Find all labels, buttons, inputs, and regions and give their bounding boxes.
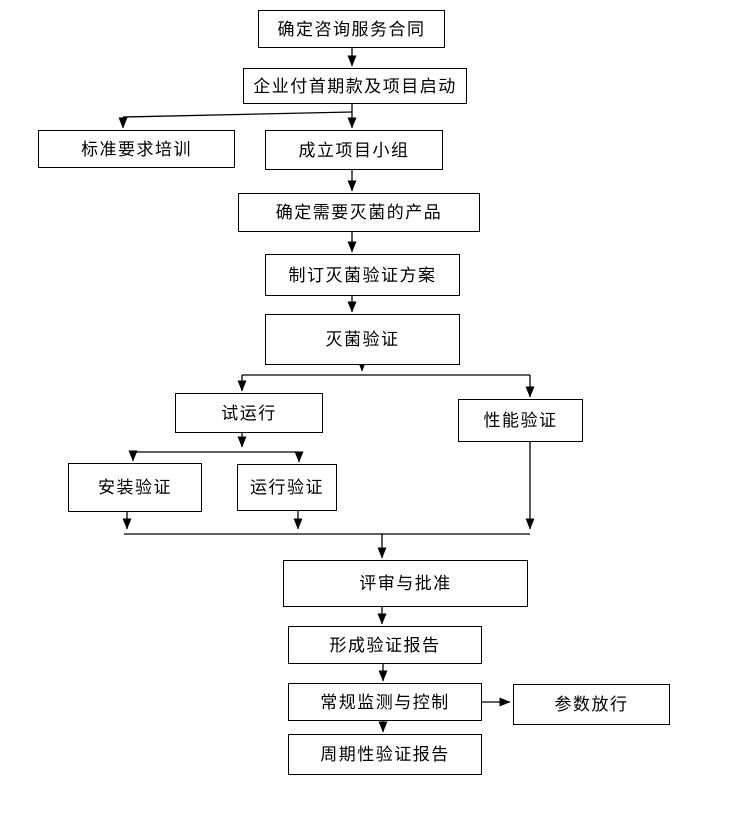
flow-node-validation-report: 形成验证报告 [288,626,482,664]
flow-node-routine-monitoring-control: 常规监测与控制 [288,683,482,721]
flow-node-confirm-consulting-contract: 确定咨询服务合同 [258,10,445,48]
flow-node-standards-training: 标准要求培训 [38,130,235,168]
flow-node-review-approval: 评审与批准 [283,560,528,607]
flow-node-performance-qualification: 性能验证 [458,399,583,442]
flow-node-parametric-release: 参数放行 [513,684,670,725]
flow-node-first-payment-project-start: 企业付首期款及项目启动 [243,68,467,104]
flow-node-trial-run: 试运行 [175,393,323,433]
flow-node-installation-qualification: 安装验证 [68,463,202,512]
flow-node-identify-products-to-sterilize: 确定需要灭菌的产品 [238,193,480,232]
connector-n2-n3-branch [122,111,353,118]
flow-node-form-project-team: 成立项目小组 [265,130,443,170]
flow-node-periodic-validation-report: 周期性验证报告 [288,734,482,775]
flow-node-operation-qualification: 运行验证 [237,464,337,511]
flow-node-sterilization-validation: 灭菌验证 [265,314,460,365]
flow-node-draft-validation-plan: 制订灭菌验证方案 [265,254,460,296]
